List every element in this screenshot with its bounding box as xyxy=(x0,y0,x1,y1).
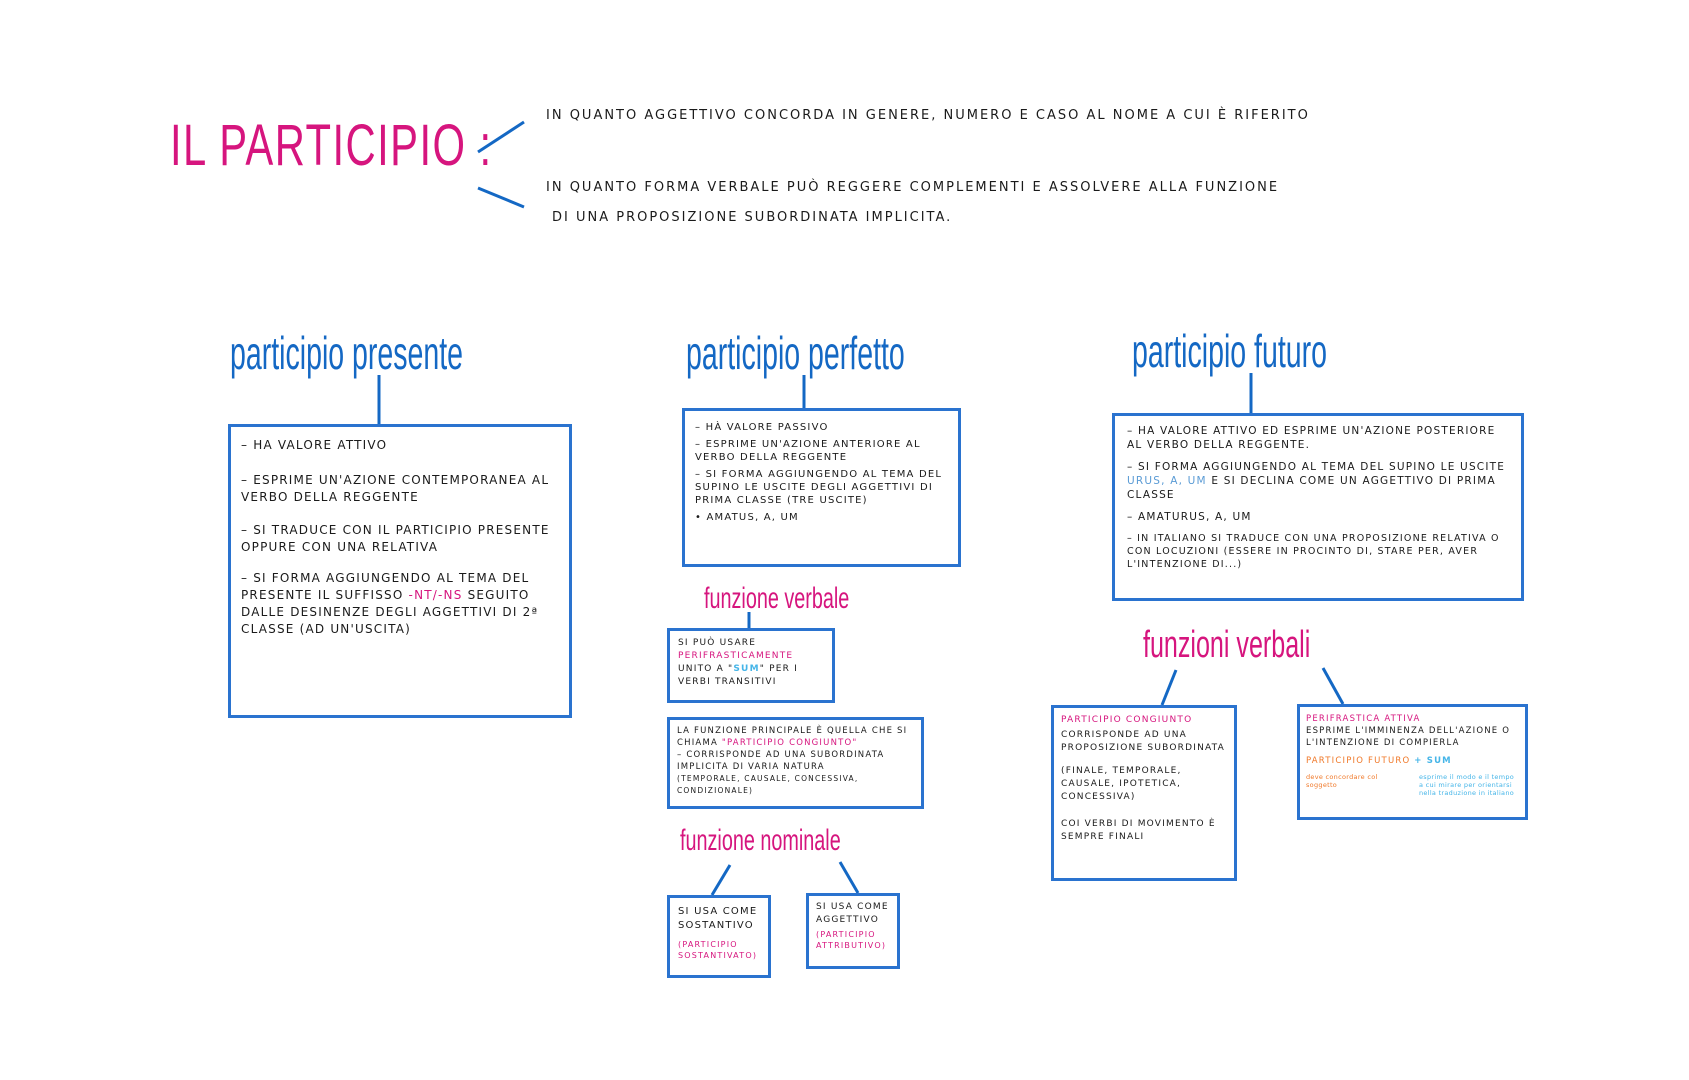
futuro-box: ha valore attivo ed esprime un'azione po… xyxy=(1112,413,1524,601)
futuro-item: amaturus, a, um xyxy=(1127,510,1509,524)
intro-line-2: in quanto forma verbale può reggere comp… xyxy=(546,180,1280,195)
participio-futuro-label: participio futuro xyxy=(1306,756,1411,766)
nominale-right-connector xyxy=(838,861,860,894)
perifrastica-formula: participio futuro + sum xyxy=(1306,755,1519,767)
verbale-line-1: si può usare xyxy=(678,638,757,648)
principale-line-2: – corrisponde ad una subordinata implici… xyxy=(677,750,885,772)
verbale-line-2-prefix: unito a " xyxy=(678,664,734,674)
bracket-top-line xyxy=(477,120,525,154)
congiunto-line-1: corrisponde ad una proposizione subordin… xyxy=(1061,730,1226,753)
futuro-item: ha valore attivo ed esprime un'azione po… xyxy=(1127,424,1509,452)
congiunto-title: participio congiunto xyxy=(1061,715,1193,725)
principale-line-1: la funzione principale è quella che si c… xyxy=(677,725,914,749)
participio-congiunto-label: "participio congiunto" xyxy=(721,738,858,748)
presente-item: si traduce con il participio presente op… xyxy=(241,522,555,556)
perifrastica-line-1: esprime l'imminenza dell'azione o l'inte… xyxy=(1306,726,1511,748)
futuro-item: in italiano si traduce con una proposizi… xyxy=(1127,532,1509,571)
principale-text: la funzione principale è quella che si c… xyxy=(677,726,908,748)
nominale-left-connector xyxy=(710,864,732,896)
perfetto-item: si forma aggiungendo al tema del supino … xyxy=(695,468,948,507)
presente-forma-text: si forma aggiungendo al tema del present… xyxy=(241,571,530,602)
perfetto-heading: participio perfetto xyxy=(686,327,905,379)
verbali-right-connector xyxy=(1321,667,1345,705)
futuro-uscite: urus, a, um xyxy=(1127,475,1207,487)
note-right: esprime il modo e il tempo a cui mirare … xyxy=(1419,773,1515,797)
sostantivo-line: si usa come sostantivo xyxy=(678,906,758,931)
intro-line-3: di una proposizione subordinata implicit… xyxy=(552,210,953,225)
futuro-item: si forma aggiungendo al tema del supino … xyxy=(1127,460,1509,502)
verbali-left-connector xyxy=(1160,669,1178,706)
funzione-nominale-heading: funzione nominale xyxy=(680,824,841,857)
sostantivo-box: si usa come sostantivo (participio sosta… xyxy=(667,895,771,978)
note-left: deve concordare col soggetto xyxy=(1306,773,1378,789)
funzioni-verbali-heading: funzioni verbali xyxy=(1143,624,1311,666)
principale-line-3: (temporale, causale, concessiva, condizi… xyxy=(677,774,859,795)
perfetto-item: esprime un'azione anteriore al verbo del… xyxy=(695,438,948,464)
perfetto-box: hà valore passivo esprime un'azione ante… xyxy=(682,408,961,567)
aggettivo-line: si usa come aggettivo xyxy=(816,902,889,925)
futuro-item2-suffix: e si declina come un aggettivo di prima … xyxy=(1127,475,1496,501)
perifrastica-box: perifrastica attiva esprime l'imminenza … xyxy=(1297,704,1528,820)
principale-box: la funzione principale è quella che si c… xyxy=(667,717,924,809)
perifrastica-title: perifrastica attiva xyxy=(1306,714,1421,724)
futuro-item2-prefix: si forma aggiungendo al tema del supino … xyxy=(1138,461,1506,473)
funzione-verbale-heading: funzione verbale xyxy=(704,582,850,615)
aggettivo-note: (participio attributivo) xyxy=(816,930,887,950)
presente-box: ha valore attivo esprime un'azione conte… xyxy=(228,424,572,718)
congiunto-line-3: coi verbi di movimento è sempre finali xyxy=(1061,819,1216,842)
verbale-highlight: perifrasticamente xyxy=(678,651,794,661)
perfetto-item: hà valore passivo xyxy=(695,421,948,434)
congiunto-box: participio congiunto corrisponde ad una … xyxy=(1051,705,1237,881)
verbale-box: si può usare perifrasticamente unito a "… xyxy=(667,628,835,703)
perifrastica-notes: deve concordare col soggetto esprime il … xyxy=(1306,773,1519,797)
presente-item: esprime un'azione contemporanea al verbo… xyxy=(241,472,555,506)
presente-heading: participio presente xyxy=(230,327,464,379)
bracket-bottom-line xyxy=(477,186,525,209)
verbale-line-2-suffix: " per i verbi transitivi xyxy=(678,664,799,687)
sum-label: sum xyxy=(733,664,760,674)
presente-forma-item: si forma aggiungendo al tema del present… xyxy=(241,570,555,638)
intro-line-1: in quanto aggettivo concorda in genere, … xyxy=(546,108,1310,123)
futuro-heading: participio futuro xyxy=(1132,325,1327,377)
presente-forma-rest: seguito dalle desinenze degli aggettivi … xyxy=(241,588,539,636)
verbale-line-2: unito a "sum" per i verbi transitivi xyxy=(678,663,824,689)
congiunto-line-2: (finale, temporale, causale, ipotetica, … xyxy=(1061,766,1182,802)
page-title: IL PARTICIPIO : xyxy=(170,113,493,178)
plus-sum-label: + sum xyxy=(1414,756,1452,766)
aggettivo-box: si usa come aggettivo (participio attrib… xyxy=(806,893,900,969)
presente-item: ha valore attivo xyxy=(241,437,555,454)
perfetto-example: • amatus, a, um xyxy=(695,512,799,523)
presente-suffix: -nt/-ns xyxy=(408,588,463,602)
sostantivo-note: (participio sostantivato) xyxy=(678,940,758,960)
